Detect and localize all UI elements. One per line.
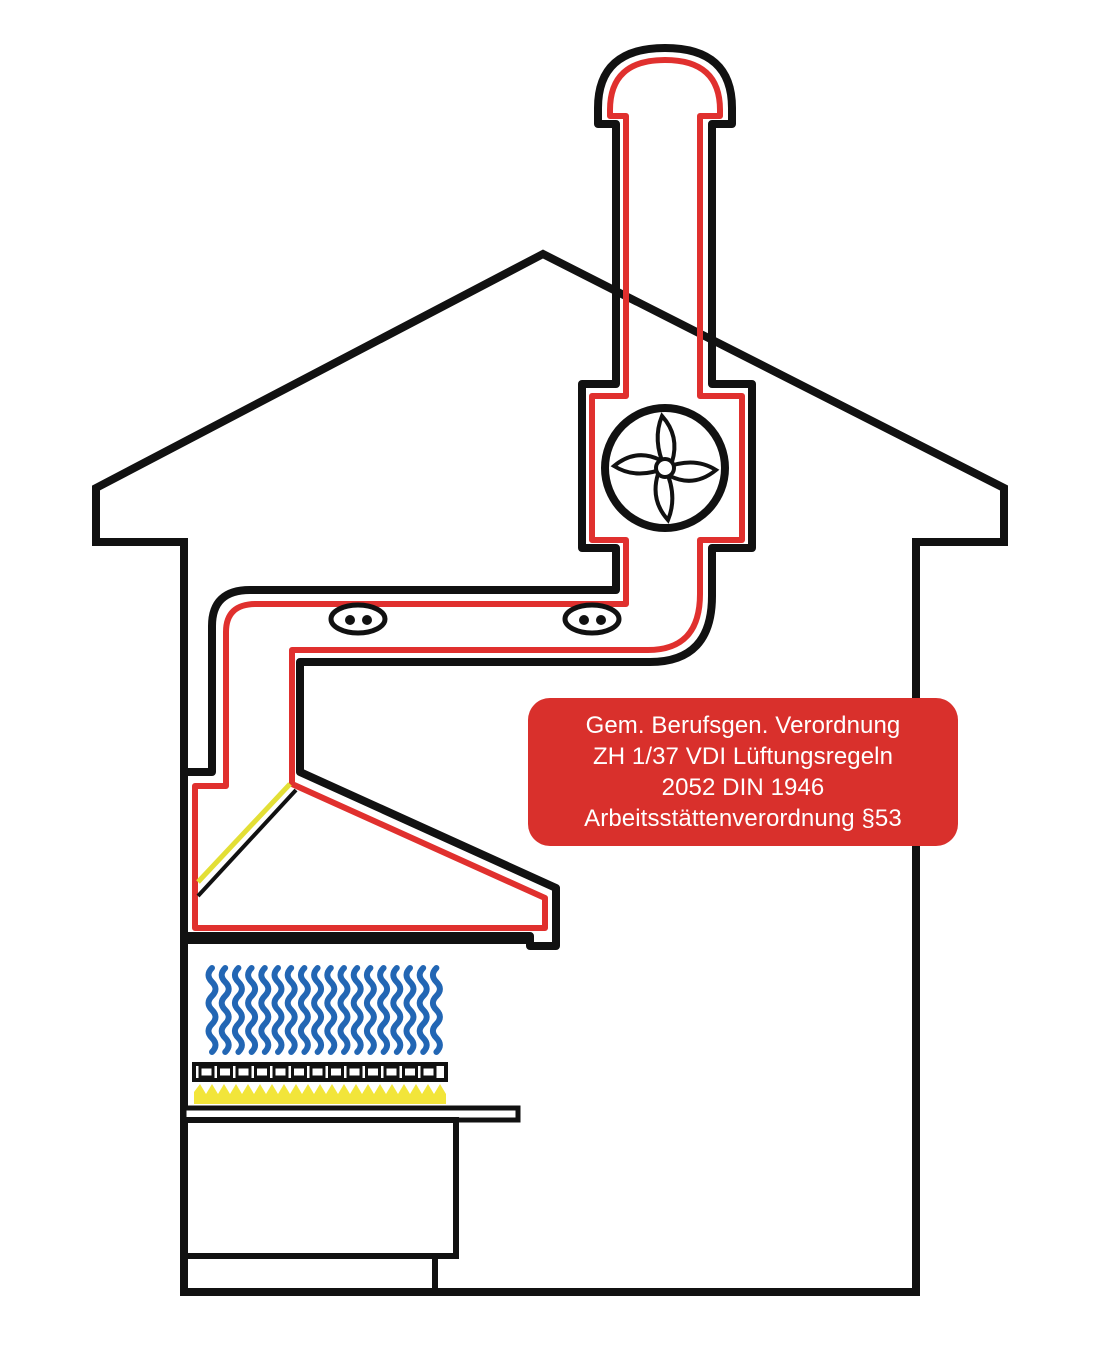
grate-cell (272, 1065, 289, 1079)
heat-wave (416, 965, 430, 1055)
grate-cell (254, 1065, 270, 1079)
grease-filter (196, 782, 292, 884)
heat-wave (377, 965, 391, 1055)
heat-wave (350, 965, 364, 1055)
heat-wave (218, 965, 232, 1055)
regulation-line-4: Arbeitsstättenverordnung §53 (584, 805, 902, 832)
grate-cell (383, 1065, 400, 1079)
stove-cabinet (184, 1117, 459, 1259)
grate-cell (235, 1065, 252, 1079)
regulation-line-3: 2052 DIN 1946 (661, 774, 825, 801)
grate-cell (217, 1065, 233, 1079)
heat-wave (284, 965, 298, 1055)
grate-cell (365, 1065, 381, 1079)
grate-cell (328, 1065, 344, 1079)
exhaust-duct-outer (180, 44, 756, 950)
rising-heat-waves-icon (205, 965, 443, 1055)
heat-wave (297, 965, 311, 1055)
heat-wave (429, 965, 443, 1055)
grate-cell (291, 1065, 307, 1079)
duct-lining (192, 57, 745, 931)
heat-wave (403, 965, 417, 1055)
grate-cell (420, 1065, 437, 1079)
duct-inspection-opening-icon (328, 602, 388, 636)
heat-wave (311, 965, 325, 1055)
duct-inspection-opening-icon (562, 602, 622, 636)
grate-cell (198, 1065, 215, 1079)
grate-cell (309, 1065, 326, 1079)
heat-wave (205, 965, 219, 1055)
heat-wave (271, 965, 285, 1055)
regulation-label: Gem. Berufsgen. Verordnung ZH 1/37 VDI L… (528, 698, 958, 846)
gas-burner-icon (192, 1062, 448, 1082)
grate-cell (402, 1065, 418, 1079)
heat-wave (258, 965, 272, 1055)
heat-wave (231, 965, 245, 1055)
heat-wave (245, 965, 259, 1055)
heat-wave (363, 965, 377, 1055)
heat-wave (390, 965, 404, 1055)
grate-cell (346, 1065, 363, 1079)
regulation-line-2: ZH 1/37 VDI Lüftungsregeln (592, 743, 894, 770)
grease-filter-edge (196, 788, 298, 898)
exhaust-fan-icon (601, 404, 729, 532)
regulation-line-1: Gem. Berufsgen. Verordnung (585, 712, 901, 739)
burner-flames (194, 1084, 446, 1104)
heat-wave (337, 965, 351, 1055)
heat-wave (324, 965, 338, 1055)
